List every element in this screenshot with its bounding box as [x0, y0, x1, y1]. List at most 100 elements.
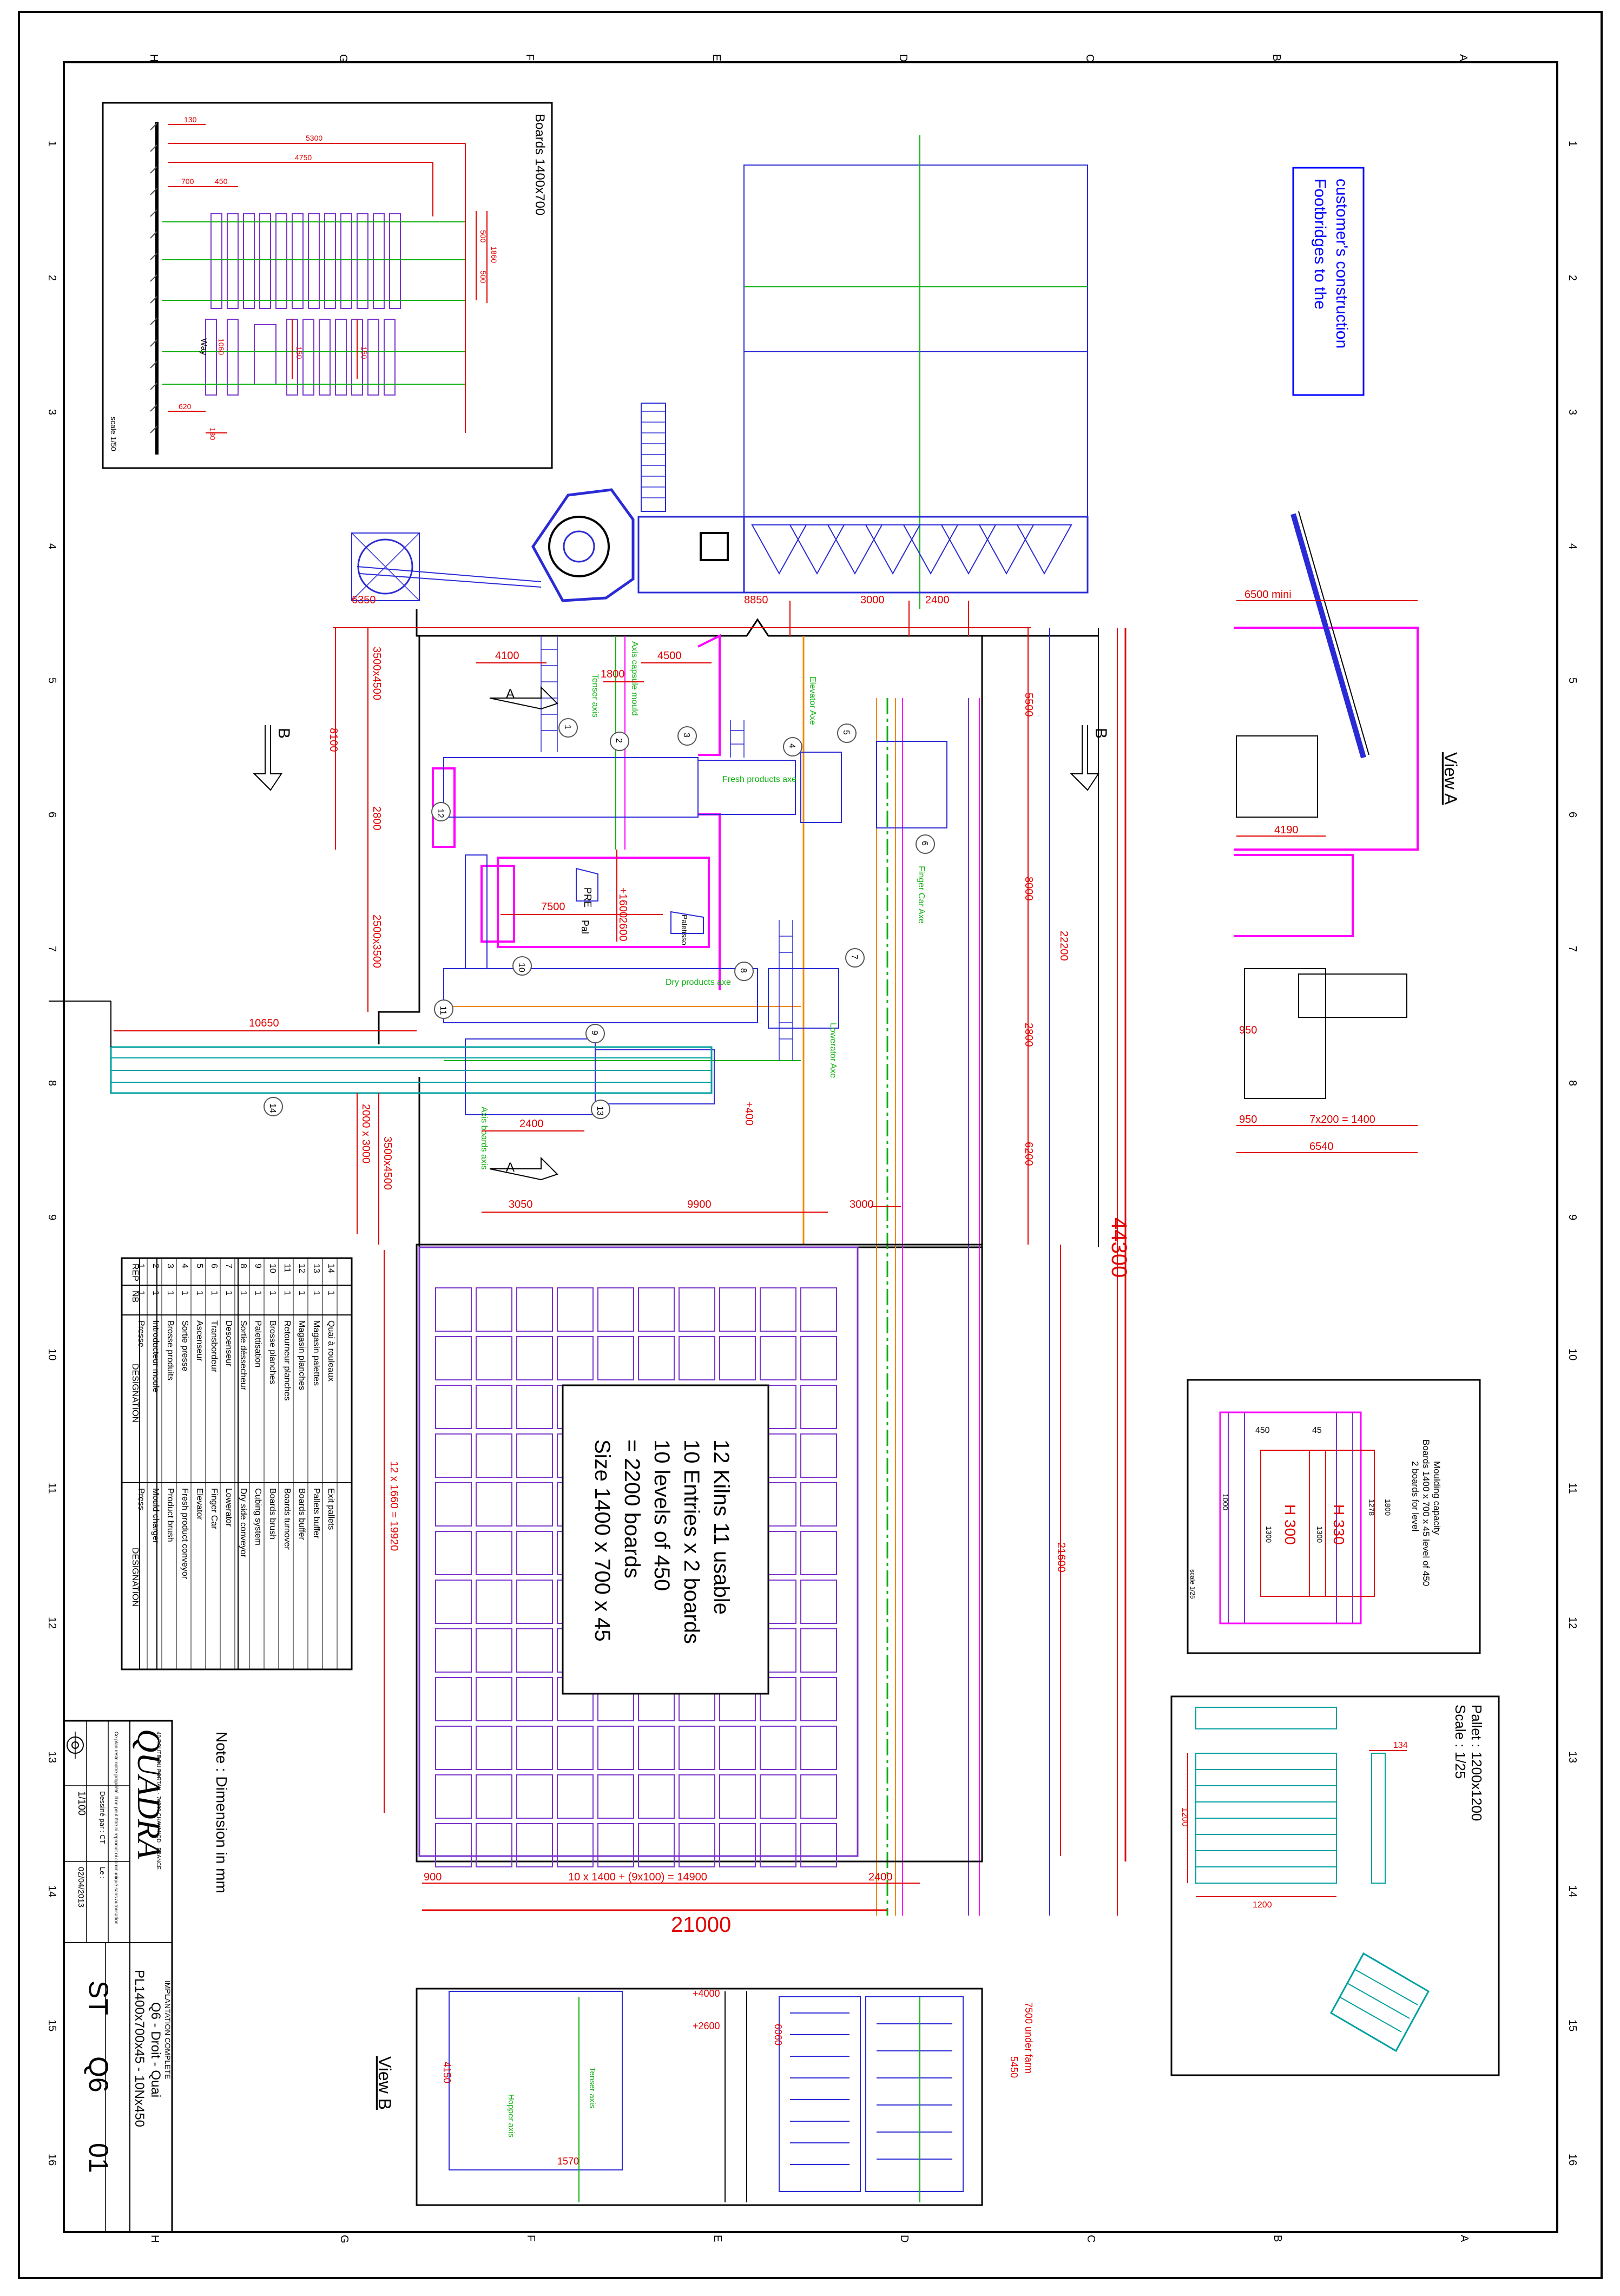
border-letter-top: G — [337, 54, 349, 63]
table-en: Dry side conveyor — [239, 1488, 248, 1558]
border-number-left: 4 — [46, 543, 58, 549]
table-fr: Transbordeur — [209, 1320, 219, 1372]
kiln-cell — [638, 1726, 675, 1770]
marker-label: 1 — [563, 725, 572, 729]
kiln-cell — [597, 1336, 634, 1380]
border-letter-bottom: A — [1458, 2235, 1470, 2242]
kiln-cell — [800, 1726, 837, 1770]
inset-boards-title: Boards 1400x700 — [532, 114, 547, 215]
marker-circle — [610, 732, 629, 751]
company-sub: 40 ROUTE DU PORTAIL · 74330 CHAVANOD · F… — [155, 1732, 161, 1870]
room-label-paletisso: Paletisso — [680, 915, 689, 945]
dim-2500x3500: 2500x3500 — [371, 915, 383, 968]
table-nb: 1 — [268, 1291, 277, 1295]
section-label-b-left: B — [275, 728, 293, 739]
kiln-cell — [638, 1774, 675, 1819]
table-en: Mould charger — [151, 1488, 160, 1544]
kiln-cell — [516, 1823, 553, 1867]
table-nb: 1 — [166, 1291, 175, 1295]
table-fr: Quai à rouleaux — [326, 1320, 335, 1381]
border-number-left: 2 — [46, 275, 58, 281]
table-fr: Palettisation — [253, 1320, 262, 1367]
table-fr: Magasin palettes — [312, 1320, 321, 1386]
inset-dim-1060: 1060 — [217, 338, 226, 355]
view-b-7500: 7500 under farm — [1023, 2002, 1034, 2074]
dim-3500x4500-bottom: 3500x4500 — [381, 1136, 393, 1190]
table-rep: 3 — [166, 1264, 175, 1268]
kiln-cell — [760, 1726, 796, 1770]
kiln-summary-line: 12 Kilns 11 usable — [709, 1439, 733, 1615]
border-number-right: 16 — [1566, 2154, 1578, 2166]
border-number-left: 14 — [46, 1885, 58, 1897]
section-label-a-top: A — [506, 687, 515, 701]
table-fr: Retourneur planches — [282, 1320, 292, 1401]
dim-22200: 22200 — [1058, 931, 1070, 961]
border-number-right: 13 — [1566, 1751, 1578, 1763]
border-letter-bottom: D — [898, 2235, 910, 2242]
kiln-cell — [516, 1287, 553, 1332]
table-fr: Introducteur moule — [151, 1320, 160, 1393]
border-number-right: 2 — [1566, 275, 1578, 281]
table-rep: 13 — [312, 1264, 321, 1273]
marker-label: 8 — [739, 968, 748, 973]
rights-note: Ce plan reste notre propriété. Il ne peu… — [114, 1732, 119, 1926]
table-nb: 1 — [326, 1291, 335, 1295]
kiln-cell — [800, 1287, 837, 1332]
table-header-des-fr: DESIGNATION — [130, 1364, 140, 1423]
kiln-cell — [516, 1385, 553, 1429]
marker-circle — [558, 718, 578, 738]
view-b-hopper: Hopper axis — [506, 2094, 516, 2137]
kiln-cell — [719, 1336, 756, 1380]
table-en: Lowerator — [224, 1488, 233, 1527]
kiln-summary-line: = 2200 boards — [620, 1439, 644, 1578]
kiln-cell — [800, 1385, 837, 1429]
kiln-cell — [476, 1385, 512, 1429]
title-date: 02/04/2013 — [76, 1867, 85, 1907]
inset-dim-5300: 5300 — [306, 134, 322, 142]
kiln-cell — [435, 1823, 472, 1867]
drawing-code-1: ST — [83, 1981, 114, 2015]
kiln-summary-line: 10 levels of 450 — [650, 1439, 674, 1591]
border-letter-bottom: C — [1085, 2235, 1097, 2242]
view-a-dim-950b: 950 — [1239, 1114, 1257, 1126]
border-number-right: 14 — [1566, 1885, 1578, 1897]
table-fr: Descenseur — [224, 1320, 233, 1367]
kiln-cell — [800, 1482, 837, 1527]
table-rep: 9 — [253, 1264, 262, 1268]
inset-dim-450: 450 — [215, 177, 228, 186]
kiln-cell — [719, 1726, 756, 1770]
mould-dim-1300b: 1300 — [1315, 1526, 1324, 1543]
dim-4100: 4100 — [495, 650, 519, 662]
marker-circle — [434, 999, 453, 1019]
kiln-cell — [557, 1726, 594, 1770]
border-number-left: 9 — [46, 1214, 58, 1220]
mould-inset: H 300 H 330 450 45 1300 1300 1278 1800 1… — [1187, 1379, 1481, 1654]
table-fr: Ascenseur — [195, 1320, 204, 1361]
axis-label-fresh-products: Fresh products axe — [722, 775, 796, 784]
kiln-cell — [638, 1823, 675, 1867]
dim-4500: 4500 — [657, 650, 682, 662]
kiln-cell — [516, 1580, 553, 1624]
table-fr: Magasin planches — [297, 1320, 306, 1390]
kiln-cell — [516, 1774, 553, 1819]
mould-dim-1300a: 1300 — [1265, 1526, 1273, 1543]
border-number-right: 3 — [1566, 409, 1578, 415]
axis-label-capsule: Axis capsule mould — [630, 641, 639, 716]
view-a-dim-6500: 6500 mini — [1244, 589, 1292, 601]
marker-label: 12 — [436, 808, 445, 818]
view-a-dim-6540: 6540 — [1309, 1141, 1334, 1153]
kiln-cell — [476, 1677, 512, 1721]
table-fr: Presse — [136, 1320, 146, 1347]
table-en: Elevator — [195, 1488, 204, 1520]
marker-circle — [845, 948, 865, 968]
kiln-cell — [597, 1287, 634, 1332]
mould-dim-1278: 1278 — [1367, 1499, 1376, 1516]
kiln-cell — [800, 1336, 837, 1380]
table-rep: 10 — [268, 1264, 277, 1273]
dim-overall-44300: 44300 — [1107, 1218, 1131, 1278]
border-number-left: 16 — [46, 2154, 58, 2166]
dimension-note: Note : Dimension in mm — [213, 1732, 230, 1893]
